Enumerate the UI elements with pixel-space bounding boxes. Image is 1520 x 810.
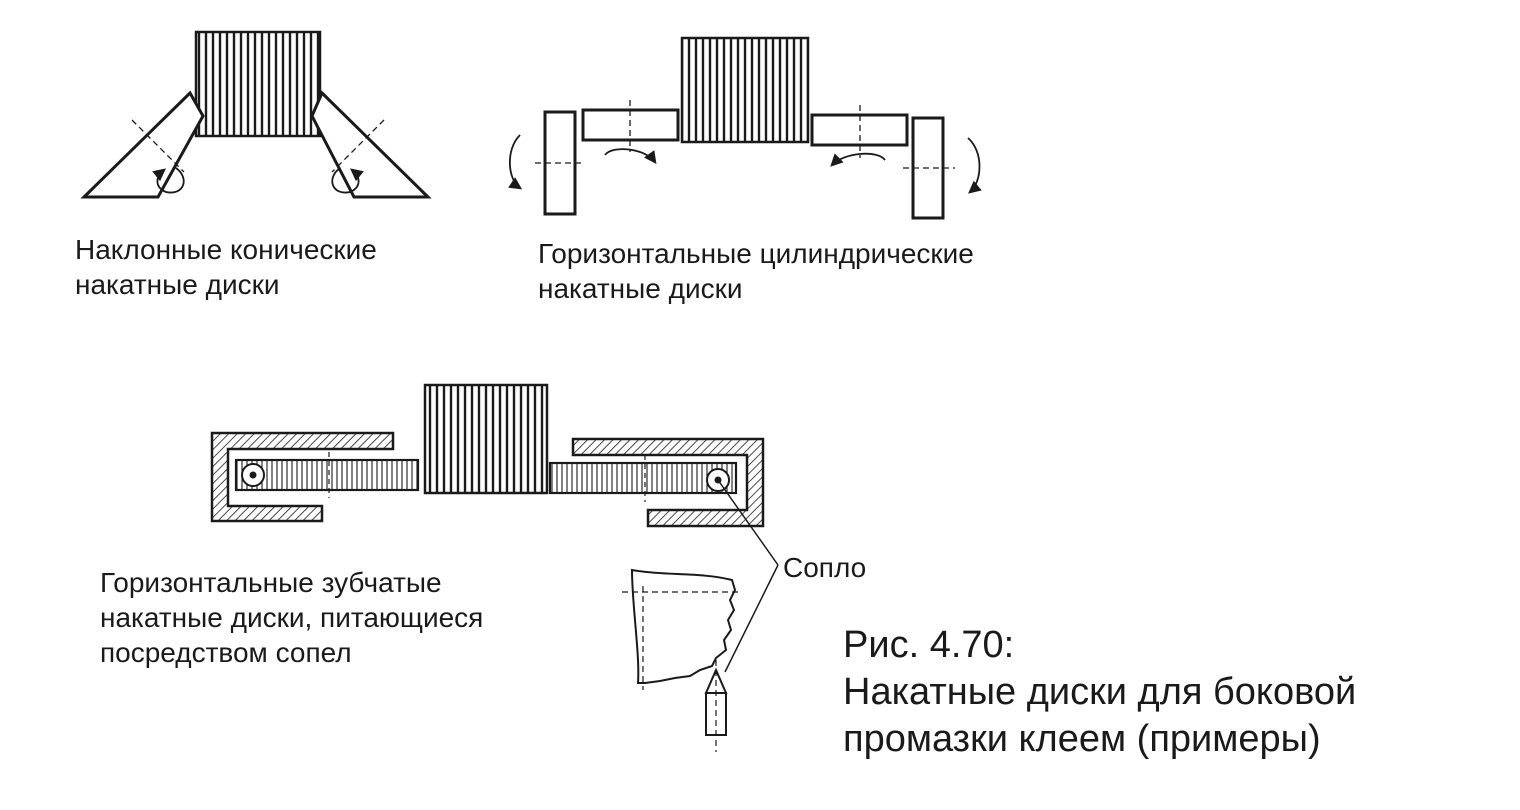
cylindrical-discs-label: Горизонтальные цилиндрические накатные д… bbox=[538, 236, 974, 306]
product-stack bbox=[680, 36, 810, 144]
nozzle-label-text: Сопло bbox=[783, 552, 867, 583]
caption-line3: промазки клеем (примеры) bbox=[843, 718, 1321, 761]
toothed-discs-figure bbox=[210, 383, 779, 752]
cylindrical-label-line1: Горизонтальные цилиндрические bbox=[538, 238, 974, 269]
toothed-disc-segment bbox=[622, 568, 738, 690]
right-conical-disc bbox=[310, 90, 432, 199]
nozzle-label: Сопло bbox=[783, 550, 866, 585]
cylindrical-label-line2: накатные диски bbox=[538, 273, 743, 304]
nozzle-icon bbox=[704, 660, 728, 752]
left-conical-disc bbox=[80, 90, 205, 199]
left-disc-housing bbox=[210, 431, 420, 523]
right-cylinder-pair bbox=[810, 105, 982, 220]
right-disc-housing bbox=[548, 437, 765, 528]
toothed-label-line1: Горизонтальные зубчатые bbox=[100, 567, 442, 598]
conical-label-line1: Наклонные конические bbox=[75, 234, 377, 265]
conical-label-line2: накатные диски bbox=[75, 269, 280, 300]
toothed-discs-label: Горизонтальные зубчатые накатные диски, … bbox=[100, 565, 483, 670]
left-cylinder-pair bbox=[508, 100, 680, 216]
figure-caption: Рис. 4.70: Накатные диски для боковой пр… bbox=[843, 622, 1356, 763]
caption-number: Рис. 4.70: bbox=[843, 624, 1015, 666]
conical-discs-label: Наклонные конические накатные диски bbox=[75, 232, 377, 302]
caption-line2: Накатные диски для боковой bbox=[843, 671, 1357, 714]
cylindrical-discs-figure bbox=[508, 36, 982, 220]
product-stack bbox=[194, 30, 322, 138]
conical-discs-figure bbox=[80, 30, 432, 199]
toothed-label-line2: накатные диски, питающиеся bbox=[100, 602, 484, 633]
nozzle-leader-lines bbox=[717, 479, 779, 673]
toothed-label-line3: посредством сопел bbox=[100, 637, 352, 668]
product-stack bbox=[423, 383, 549, 495]
